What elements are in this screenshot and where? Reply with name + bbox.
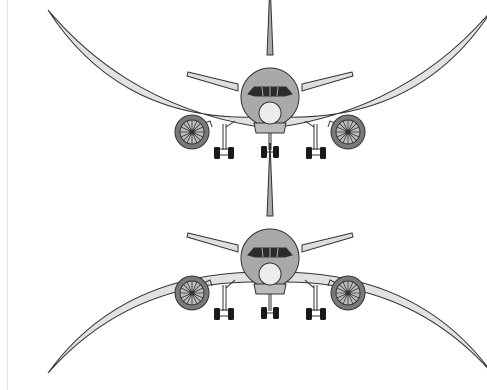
left-border-line	[7, 0, 8, 390]
aircraft-wings-flexed-up	[47, 0, 487, 160]
aircraft-wings-drooping-down	[47, 142, 487, 374]
